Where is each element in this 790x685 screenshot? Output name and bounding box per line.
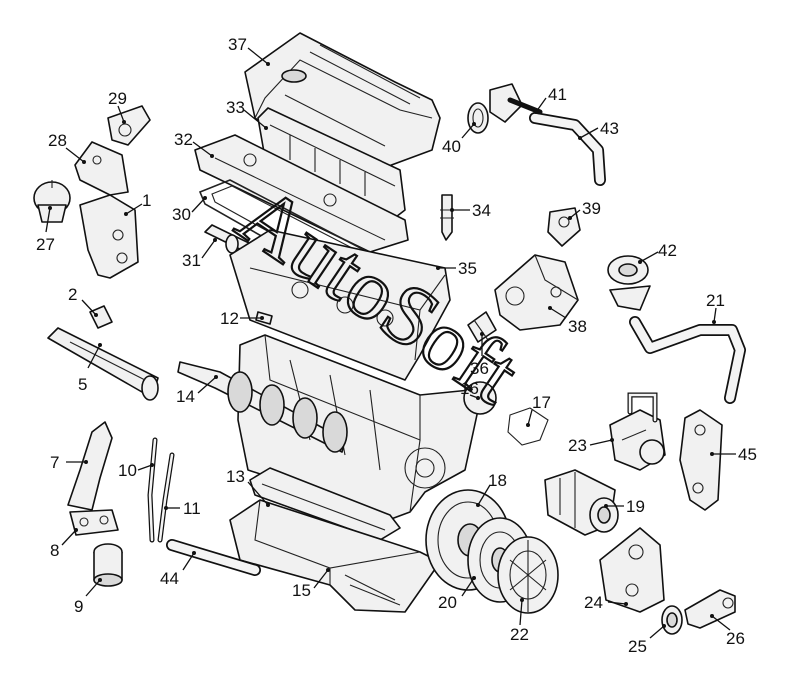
callout-38: 38	[568, 317, 587, 336]
callout-42: 42	[658, 241, 677, 260]
thermostat-housing	[547, 207, 581, 247]
callout-37: 37	[228, 35, 247, 54]
callout-10: 10	[118, 461, 137, 480]
callout-21: 21	[706, 291, 725, 310]
rubber-mount	[661, 605, 683, 635]
lower-mount-bracket	[79, 194, 139, 279]
sensor	[89, 305, 113, 329]
mount-bracket	[74, 141, 129, 196]
callout-32: 32	[174, 130, 193, 149]
cylinder-head	[229, 229, 451, 381]
callout-13: 13	[226, 467, 245, 486]
callout-15: 15	[292, 581, 311, 600]
callout-41: 41	[548, 85, 567, 104]
callout-19: 19	[626, 497, 645, 516]
bracket	[679, 409, 723, 511]
callout-labels: 37 33 32 30 31 12 14 13 15 44 10 11	[36, 35, 757, 656]
fuel-rail	[47, 327, 159, 401]
callout-8: 8	[50, 541, 59, 560]
callout-45: 45	[738, 445, 757, 464]
intake-pipe	[67, 421, 113, 511]
callout-11: 11	[183, 499, 201, 518]
spark-plug	[440, 194, 454, 241]
callout-5: 5	[78, 375, 87, 394]
mount-insulator	[33, 180, 71, 223]
callout-40: 40	[442, 137, 461, 156]
callout-20: 20	[438, 593, 457, 612]
water-pipe-connector	[467, 311, 497, 343]
torque-arm	[684, 589, 736, 629]
oil-baffle-plate	[249, 467, 401, 541]
dipstick-and-tube	[147, 437, 175, 543]
starter-motor	[544, 469, 619, 536]
callout-33: 33	[226, 98, 245, 117]
callout-34: 34	[472, 201, 491, 220]
coolant-pipe-assembly	[467, 83, 606, 186]
callout-7: 7	[50, 453, 59, 472]
callout-31: 31	[182, 251, 201, 270]
callout-24: 24	[584, 593, 603, 612]
callout-44: 44	[160, 569, 179, 588]
callout-29: 29	[108, 89, 127, 108]
callout-16: 16	[460, 379, 479, 398]
camshaft-housing	[194, 134, 409, 253]
callout-2: 2	[68, 285, 77, 304]
callout-14: 14	[176, 387, 195, 406]
egr-valve	[609, 392, 666, 471]
callout-35: 35	[458, 259, 477, 278]
callout-28: 28	[48, 131, 67, 150]
engine-mount-bracket	[599, 527, 665, 613]
callout-9: 9	[74, 597, 83, 616]
callout-23: 23	[568, 436, 587, 455]
callout-27: 27	[36, 235, 55, 254]
oil-sump	[229, 499, 441, 613]
callout-30: 30	[172, 205, 191, 224]
callout-39: 39	[582, 199, 601, 218]
callout-36: 36	[470, 359, 489, 378]
water-outlet-housing	[494, 254, 579, 331]
crankshaft	[177, 361, 348, 453]
vacuum-pump	[607, 255, 651, 311]
callout-43: 43	[600, 119, 619, 138]
callout-18: 18	[488, 471, 507, 490]
callout-26: 26	[726, 629, 745, 648]
clutch-disc	[497, 536, 559, 614]
flange	[69, 509, 119, 536]
callout-25: 25	[628, 637, 647, 656]
callout-22: 22	[510, 625, 529, 644]
callout-1: 1	[142, 191, 151, 210]
coolant-hose	[629, 316, 746, 404]
callout-12: 12	[220, 309, 239, 328]
bush	[93, 543, 123, 587]
callout-17: 17	[532, 393, 551, 412]
engine-mount	[107, 105, 151, 146]
